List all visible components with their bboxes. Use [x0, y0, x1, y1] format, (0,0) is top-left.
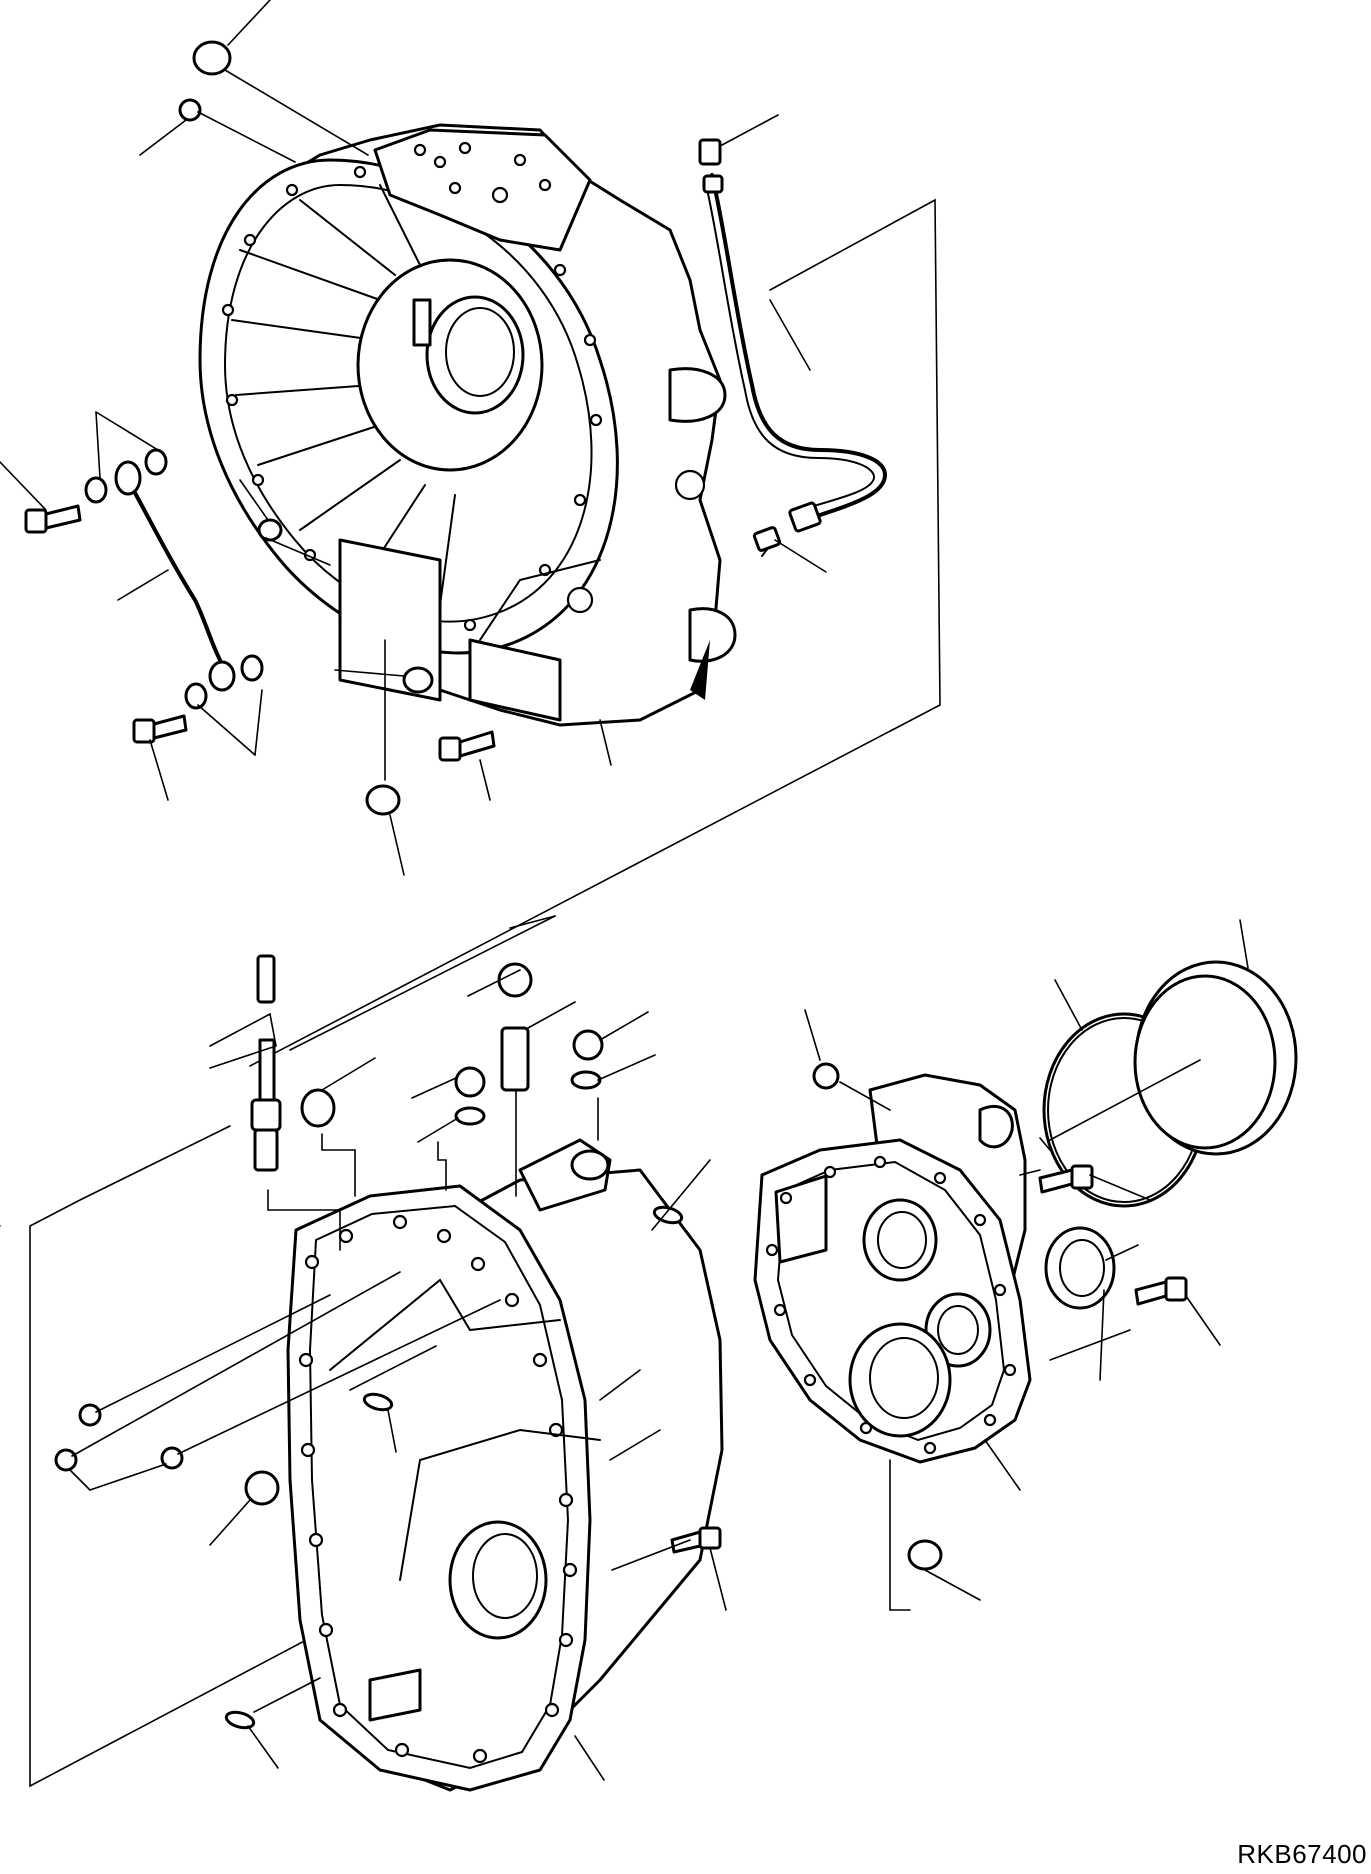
plug-top-left [194, 42, 230, 74]
top-pad-holes [415, 143, 550, 202]
output-bore [450, 1522, 546, 1638]
dowel-pin-center [363, 1392, 394, 1413]
oil-seal-inner [1060, 1240, 1104, 1296]
flywheel-housing-group [200, 125, 735, 725]
transmission-fittings [56, 956, 720, 1730]
washer-top-right [146, 450, 166, 474]
oring-left [456, 1108, 484, 1124]
output-bore-inner [473, 1534, 537, 1618]
fill-plug [499, 964, 531, 996]
plug-with-oring-right [574, 1031, 602, 1059]
bell-housing-inner-rim [225, 185, 592, 622]
plug-dowel-top [180, 100, 200, 120]
fill-tube [502, 1028, 528, 1090]
side-port [676, 471, 704, 499]
lower-mounting-foot [340, 540, 440, 700]
case-internal-web [330, 1280, 560, 1370]
frame-lines [30, 200, 940, 1786]
plug-with-oring-left [456, 1068, 484, 1096]
plug-bottom-center [367, 786, 399, 814]
upper-leader-lines [0, 0, 826, 1226]
bearing-bore-inner [446, 308, 514, 396]
line-fitting-nut [704, 176, 722, 192]
oring-right [572, 1072, 600, 1088]
lower-leader-lines [70, 916, 726, 1780]
top-mounting-pad [375, 130, 590, 250]
cover-housing-group [755, 962, 1296, 1569]
side-boss-upper [670, 369, 725, 422]
oil-line-tube-inner [705, 180, 874, 510]
cover-bore-lower-inner [870, 1338, 938, 1418]
bottom-port [568, 588, 592, 612]
cover-leader-lines [805, 920, 1248, 1610]
oring-small-1 [80, 1405, 100, 1425]
cover-window [776, 1176, 826, 1262]
strap-lug-top [116, 462, 140, 494]
speed-sensor [252, 956, 280, 1170]
transmission-case-group [288, 1140, 722, 1790]
bolt-cover-right [1136, 1278, 1186, 1304]
plug-threaded-center [404, 668, 432, 692]
ground-strap-group [26, 42, 494, 814]
line-elbow-fitting [754, 527, 781, 551]
line-fitting-top [700, 140, 720, 164]
plug-small-left [259, 520, 281, 540]
lower-mounting-tabs [470, 640, 560, 720]
bolt-cover-top [1040, 1166, 1092, 1192]
end-cap-face [1135, 976, 1275, 1148]
bearing-bore [427, 297, 523, 413]
bolt-bottom-left [134, 716, 186, 742]
washer-bottom-left [186, 684, 206, 708]
plug-cover-top [814, 1064, 838, 1088]
line-elbow-stem [762, 548, 768, 556]
transmission-case-flange [288, 1186, 590, 1790]
plug-cover-bottom [909, 1541, 941, 1569]
cover-bore-lower [850, 1324, 950, 1436]
breather-plug [302, 1090, 334, 1126]
dowel-pin-bottom [225, 1710, 256, 1731]
strap-lug-bottom [210, 662, 234, 690]
top-lug-boss [572, 1151, 608, 1179]
foot-recess [480, 560, 600, 640]
ground-strap-cable [128, 480, 220, 660]
side-boss-lower [690, 609, 735, 662]
washer-bottom-right [242, 656, 262, 680]
oil-line-group [700, 140, 885, 556]
oring-small-3 [162, 1448, 182, 1468]
cover-top-boss [980, 1106, 1012, 1146]
cover-flange-holes [767, 1157, 1015, 1453]
oil-line-tube [712, 175, 885, 520]
bell-housing-ribs [232, 185, 455, 605]
cover-bore-middle-inner [938, 1306, 978, 1354]
line-fitting-bottom [789, 502, 821, 532]
bolt-mount-center [440, 732, 494, 760]
transmission-flange-holes [300, 1216, 576, 1762]
cover-bore-upper-inner [878, 1212, 926, 1268]
case-inner-shelf [370, 1670, 420, 1720]
plug-left-case [246, 1472, 278, 1504]
bolt-top-left [26, 506, 80, 532]
case-internal-web-2 [400, 1430, 600, 1580]
drawing-reference-code: RKB67400 [1237, 1839, 1367, 1869]
cover-flange-inner [778, 1162, 1004, 1440]
foot-shadow [690, 640, 710, 700]
washer-top-left [86, 478, 106, 502]
oring-small-2 [56, 1450, 76, 1470]
boss-slot [414, 300, 430, 345]
